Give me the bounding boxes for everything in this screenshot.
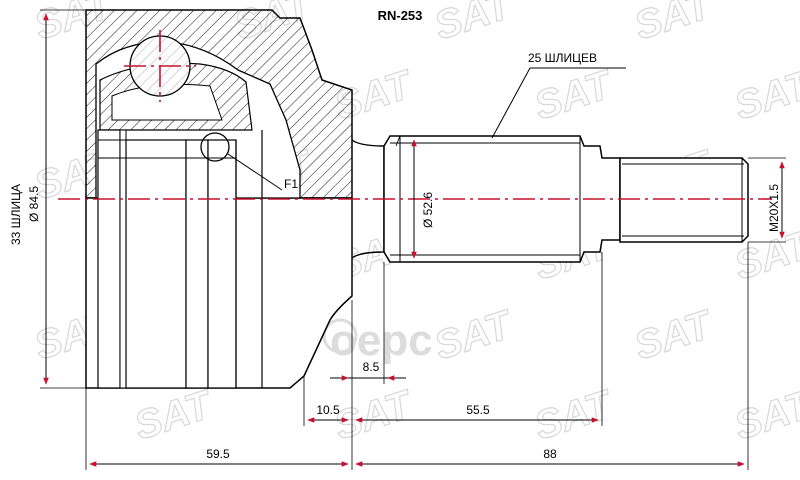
f1-label: F1	[284, 177, 298, 191]
sat-watermark: SAT	[729, 62, 800, 129]
sat-watermark: SAT	[329, 382, 419, 449]
sat-watermark: SAT	[429, 0, 519, 49]
splined-shaft	[383, 135, 749, 263]
sat-watermark: SAT	[529, 62, 619, 129]
housing-diameter-label: Ø 84.5	[27, 186, 41, 222]
dim-8-5-label: 8.5	[363, 360, 380, 374]
outer-splines-leader	[491, 67, 531, 139]
brand-watermark: оерс	[322, 316, 433, 365]
cv-housing: F1	[85, 9, 385, 389]
dim-10-5-label: 10.5	[316, 403, 340, 417]
f1-leader	[227, 153, 283, 191]
dim-59-5-88	[85, 242, 749, 470]
dim-84-5	[40, 9, 86, 389]
part-number: RN-253	[378, 8, 423, 23]
outer-splines-label: 25 ШЛИЦЕВ	[528, 51, 597, 65]
sat-watermark: SAT	[629, 0, 719, 49]
dim-8-5	[330, 262, 406, 384]
dim-88-label: 88	[543, 447, 557, 461]
sat-watermark: SAT	[629, 302, 719, 369]
f1-detail-circle	[200, 132, 230, 162]
sat-watermark: SAT	[729, 382, 800, 449]
inner-splines-label: 33 ШЛИЦА	[9, 184, 23, 245]
thread-label: M20X1.5	[767, 184, 781, 232]
sat-watermark: SAT	[429, 302, 519, 369]
dim-10-5-55-5	[303, 252, 603, 426]
sat-watermark: SAT	[529, 382, 619, 449]
sat-watermark: SAT	[129, 382, 219, 449]
dim-55-5-label: 55.5	[466, 403, 490, 417]
neck-upper	[351, 139, 385, 198]
dim-59-5-label: 59.5	[206, 447, 230, 461]
shaft-diameter-label: Ø 52.6	[421, 192, 435, 228]
dim-thread	[748, 157, 786, 243]
inner-race	[97, 129, 263, 389]
brand-watermark-text: оерс	[330, 316, 433, 365]
threaded-stub	[619, 157, 749, 243]
